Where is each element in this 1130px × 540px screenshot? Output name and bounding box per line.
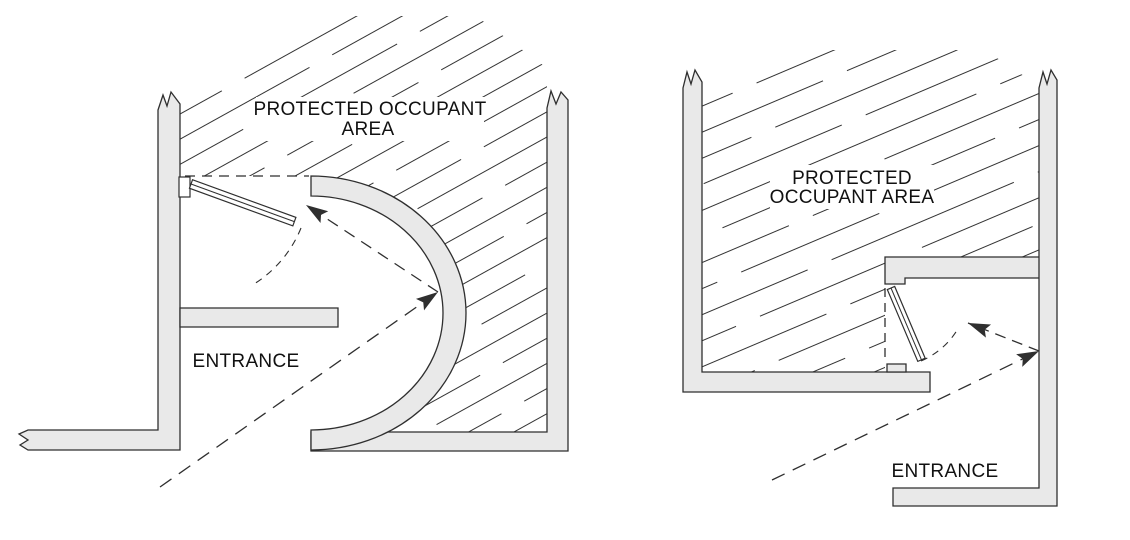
left-diagram-baffle-stub-wall	[179, 307, 339, 328]
left-door-jamb	[178, 176, 191, 198]
right-door-bottom-jamb	[886, 363, 907, 373]
right-approach-path-segment-1	[771, 350, 1040, 481]
left-diagram: PROTECTED OCCUPANT AREA ENTRANCE	[17, 16, 569, 488]
curved-baffle-wall	[310, 175, 467, 451]
right-door-leaf	[886, 285, 926, 363]
right-approach-arrowhead-2	[965, 316, 992, 338]
left-protected-label-background	[256, 97, 484, 141]
right-protected-label-background	[770, 165, 934, 209]
right-protected-area-hatch	[702, 50, 1039, 372]
right-approach-arrowhead-1	[1016, 344, 1043, 367]
left-door-leaf	[188, 179, 297, 227]
left-diagram-east-and-south-wall	[310, 88, 569, 452]
left-approach-arrowhead-1	[415, 286, 443, 311]
right-diagram: PROTECTED OCCUPANT AREA ENTRANCE	[682, 50, 1058, 507]
right-entrance-label: ENTRANCE	[892, 461, 999, 482]
right-protected-area-label-line2: OCCUPANT AREA	[770, 187, 935, 208]
left-protected-area-label-line1: PROTECTED OCCUPANT	[253, 99, 486, 120]
right-diagram-east-and-entrance-wall	[892, 68, 1058, 507]
right-protected-area-label-line1: PROTECTED	[792, 168, 912, 189]
right-diagram-west-and-south-wall	[682, 68, 931, 393]
left-entrance-label: ENTRANCE	[193, 351, 300, 372]
left-approach-path-segment-2	[305, 204, 439, 293]
left-diagram-west-wall	[17, 90, 181, 451]
left-protected-area-label-line2: AREA	[342, 119, 395, 140]
left-approach-path-segment-1	[159, 291, 439, 488]
left-door-swing-arc	[253, 227, 302, 285]
right-diagram-vestibule-top-wall	[884, 256, 1041, 285]
right-door-swing-arc	[920, 326, 960, 362]
left-approach-arrowhead-2	[302, 199, 329, 223]
